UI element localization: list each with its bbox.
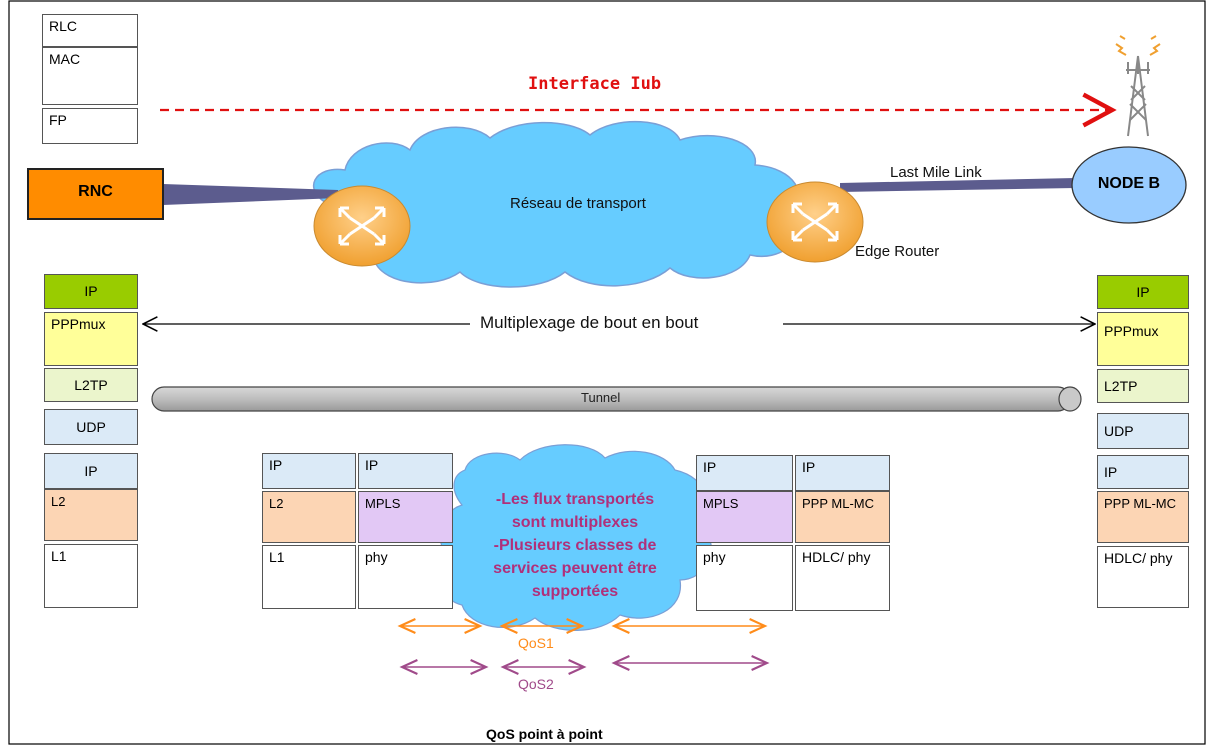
left-stack-ip: IP: [44, 274, 138, 309]
tunnel-pipe: [151, 386, 1082, 412]
last-mile-label: Last Mile Link: [890, 164, 982, 181]
nodeb-label: NODE B: [1097, 175, 1161, 192]
mid3-ip: IP: [696, 455, 793, 491]
left-stack-udp: UDP: [44, 409, 138, 445]
mid2-ip: IP: [358, 453, 453, 489]
footer-label: QoS point à point: [486, 726, 603, 742]
mid4-ip: IP: [795, 455, 890, 491]
frame: [8, 0, 1206, 745]
stack-fp: FP: [42, 108, 138, 144]
nodeb-ellipse: [1071, 146, 1187, 224]
right-stack-l2tp: L2TP: [1097, 369, 1189, 403]
right-stack-ip2: IP: [1097, 455, 1189, 489]
router-icon-left: [313, 185, 411, 267]
mid2-phy: phy: [358, 545, 453, 609]
rnc-link: [163, 184, 338, 205]
mid3-mpls: MPLS: [696, 491, 793, 543]
mid1-ip: IP: [262, 453, 356, 489]
mid4-pppml: PPP ML-MC: [795, 491, 890, 543]
router-icon-right: [766, 181, 864, 263]
cloud-text-line-3: -Plusieurs classes de: [493, 537, 657, 554]
multiplex-label: Multiplexage de bout en bout: [480, 313, 699, 332]
antenna-tower-icon: [1115, 35, 1161, 137]
transport-cloud-label: Réseau de transport: [510, 195, 646, 212]
left-stack-ip2: IP: [44, 453, 138, 489]
qos1-label: QoS1: [518, 635, 554, 651]
rnc-box: RNC: [27, 168, 164, 220]
qos2-arrows: [399, 655, 770, 675]
left-stack-l1: L1: [44, 544, 138, 608]
right-stack-pppml: PPP ML-MC: [1097, 491, 1189, 543]
qos2-label: QoS2: [518, 676, 554, 692]
interface-title: Interface Iub: [528, 74, 662, 94]
mid3-phy: phy: [696, 545, 793, 611]
right-stack-pppmux: PPPmux: [1097, 312, 1189, 366]
mid2-mpls: MPLS: [358, 491, 453, 543]
tunnel-label: Tunnel: [581, 390, 621, 405]
services-cloud-text: -Les flux transportés sont multiplexes -…: [455, 488, 695, 603]
cloud-text-line-1: -Les flux transportés: [495, 491, 655, 508]
stack-mac: MAC: [42, 47, 138, 105]
edge-router-label: Edge Router: [855, 243, 940, 260]
right-stack-ip: IP: [1097, 275, 1189, 309]
cloud-text-line-4: services peuvent être: [493, 560, 657, 577]
stack-rlc: RLC: [42, 14, 138, 47]
left-stack-l2: L2: [44, 489, 138, 541]
left-stack-l2tp: L2TP: [44, 368, 138, 402]
mid4-hdlc: HDLC/ phy: [795, 545, 890, 611]
right-stack-hdlc: HDLC/ phy: [1097, 546, 1189, 608]
right-stack-udp: UDP: [1097, 413, 1189, 449]
mid1-l2: L2: [262, 491, 356, 543]
mid1-l1: L1: [262, 545, 356, 609]
cloud-text-line-2: sont multiplexes: [511, 514, 639, 531]
cloud-text-line-5: supportées: [531, 583, 619, 600]
last-mile-link-bar: [840, 178, 1075, 192]
left-stack-pppmux: PPPmux: [44, 312, 138, 366]
